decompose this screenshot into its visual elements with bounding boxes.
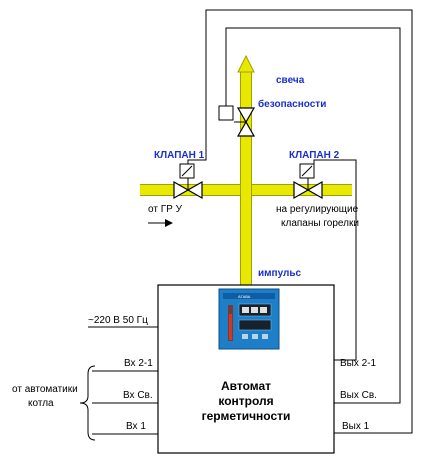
pipe-vertical [241, 72, 251, 286]
label-to-burner-2: клапаны горелки [281, 218, 359, 229]
label-from-auto-1: от автоматики [12, 384, 78, 395]
label-valve-1: КЛАПАН 1 [154, 150, 205, 161]
valve-2 [293, 163, 323, 200]
main-title-1: Автомат [221, 379, 271, 393]
valve-1 [173, 163, 203, 200]
wire-vyh-2-1 [313, 159, 357, 361]
label-valve-2: КЛАПАН 2 [289, 150, 340, 161]
label-power: ~220 В 50 Гц [88, 315, 148, 326]
wire-vyh-sv [225, 27, 401, 404]
pipe-arrow-up [237, 54, 255, 73]
label-candle-2: безопасности [258, 98, 326, 110]
label-in-sv: Вх Св. [123, 390, 153, 401]
device-panel: АГАВА [218, 288, 280, 350]
label-candle-1: свеча [276, 75, 305, 86]
label-out-sv: Вых Св. [340, 390, 377, 401]
label-out-2-1: Вых 2-1 [340, 358, 377, 369]
wire-vyh-1 [187, 9, 413, 434]
label-in-2-1: Вх 2-1 [124, 358, 153, 369]
safety-valve [218, 105, 256, 137]
main-title-3: герметичности [202, 409, 291, 423]
label-to-burner-1: на регулирующие [276, 204, 359, 215]
main-title-2: контроля [218, 394, 273, 408]
label-in-1: Вх 1 [126, 421, 146, 432]
label-from-auto-2: котла [28, 398, 54, 409]
label-impulse: импульс [258, 268, 302, 279]
device-brand: АГАВА [238, 294, 251, 299]
gas-pipes [140, 54, 352, 286]
brace [79, 365, 96, 441]
wires [79, 9, 413, 441]
label-out-1: Вых 1 [342, 421, 370, 432]
label-from-gru: от ГР У [148, 204, 183, 215]
